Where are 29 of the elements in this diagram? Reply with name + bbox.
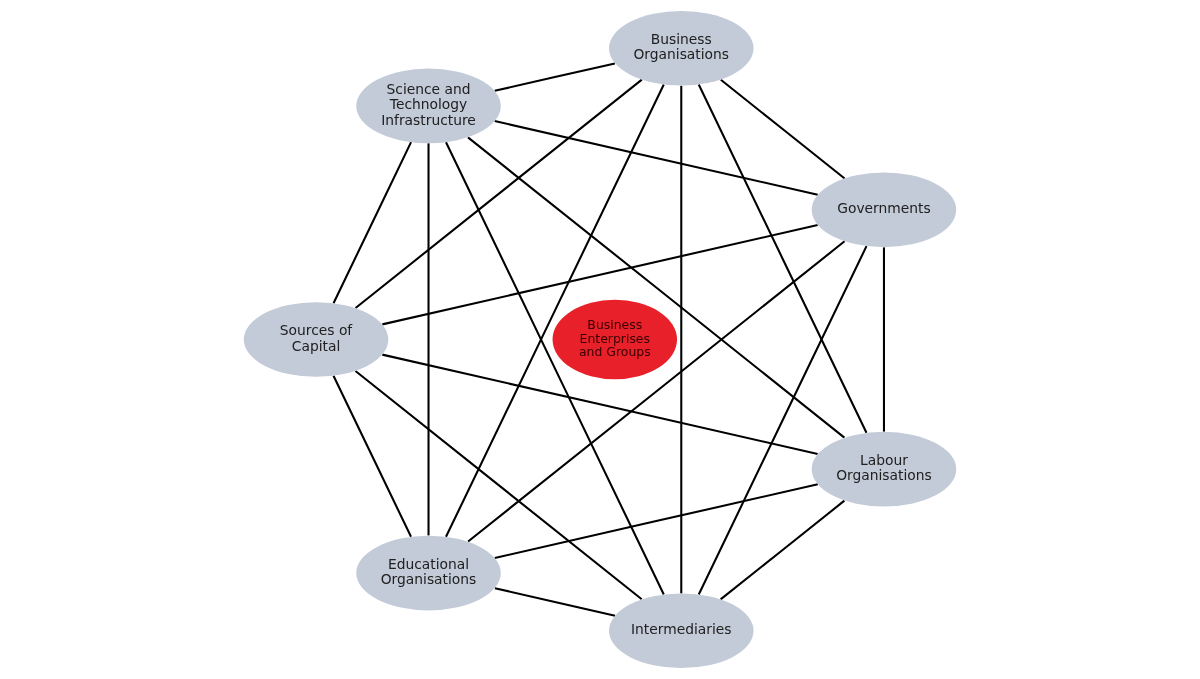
connector [494,587,616,617]
connector [494,62,616,92]
connector [467,240,846,543]
node-ellipse: Business Enterprises and Groups [552,299,678,380]
node-ellipse: Sources of Capital [243,302,389,377]
connector [382,353,818,455]
node-ellipse: Science and Technology Infrastructure [356,68,501,144]
connector [467,136,846,439]
connector [354,78,643,309]
node-ellipse: Labour Organisations [811,431,957,507]
node-ellipse: Educational Organisations [356,535,501,611]
connector [719,499,846,601]
connector [720,78,846,180]
connector [382,224,818,326]
connector [494,120,818,196]
connector [680,85,683,594]
node-ellipse: Governments [811,172,957,248]
node-ellipse: Business Organisations [609,10,754,86]
connector [332,375,412,538]
connector [882,247,885,432]
connector [332,141,412,304]
node-ellipse: Intermediaries [609,593,754,669]
connector [445,141,665,595]
connector [494,483,819,559]
connector [697,84,868,434]
connector [354,370,643,601]
connector [697,245,868,595]
connector [427,143,430,536]
connector [445,84,665,538]
